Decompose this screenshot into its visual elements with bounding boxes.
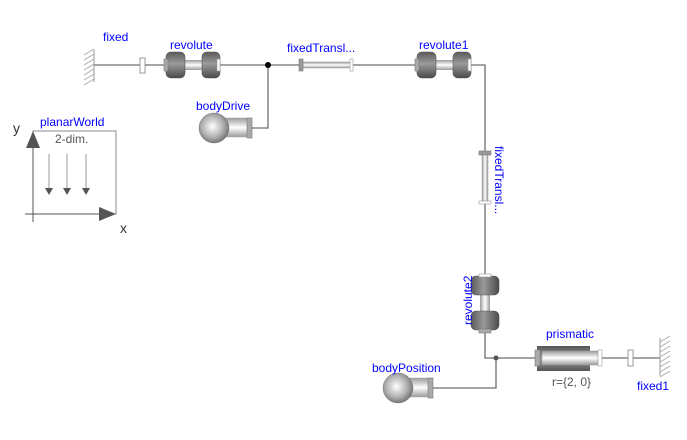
fixed-translation-label: fixedTransl... (287, 41, 355, 55)
wire-bodyposition (433, 358, 497, 389)
junction-dot (265, 62, 271, 68)
revolute-label: revolute (170, 38, 213, 52)
planar-world-subtitle: 2-dim. (55, 132, 88, 146)
gravity-arrows-icon (45, 154, 90, 195)
connections (94, 62, 660, 389)
planar-world-component[interactable]: planarWorld 2-dim. y x (13, 115, 127, 236)
hatch-icon (659, 335, 671, 378)
y-axis-label: y (13, 120, 20, 136)
body-position-component[interactable]: bodyPosition (372, 361, 441, 404)
frame-connector[interactable] (627, 349, 634, 367)
body-position-label: bodyPosition (372, 361, 441, 375)
wire-bodydrive (252, 65, 269, 129)
fixed1-label: fixed1 (637, 379, 669, 393)
prismatic-label: prismatic (546, 327, 594, 341)
body-drive-component[interactable]: bodyDrive (196, 99, 253, 144)
fixed-translation1-component[interactable]: fixedTransl... (478, 146, 506, 214)
planar-world-label: planarWorld (40, 115, 104, 129)
wire-revolute1-fixedtransl1 (470, 64, 486, 152)
hatch-icon (83, 48, 95, 86)
revolute1-label: revolute1 (419, 38, 469, 52)
x-arrow-icon (99, 207, 116, 221)
body-drive-label: bodyDrive (196, 99, 250, 113)
wire-revolute2-prismatic (484, 330, 540, 359)
revolute2-component[interactable]: revolute2 (461, 273, 500, 334)
fixed-translation-component[interactable]: fixedTransl... (287, 41, 355, 72)
fixed-component[interactable]: fixed (83, 30, 146, 86)
revolute-component[interactable]: revolute (163, 38, 221, 79)
fixed-label: fixed (103, 30, 128, 44)
junction-dot (493, 355, 499, 361)
fixed-translation1-label: fixedTransl... (492, 146, 506, 214)
revolute1-component[interactable]: revolute1 (414, 38, 472, 79)
frame-connector[interactable] (139, 57, 146, 74)
y-arrow-icon (26, 131, 40, 148)
revolute2-label: revolute2 (461, 275, 475, 325)
prismatic-parameter: r={2, 0} (552, 375, 591, 389)
prismatic-component[interactable]: prismatic r={2, 0} (534, 327, 603, 389)
x-axis-label: x (120, 220, 127, 236)
fixed1-component[interactable]: fixed1 (627, 335, 671, 393)
